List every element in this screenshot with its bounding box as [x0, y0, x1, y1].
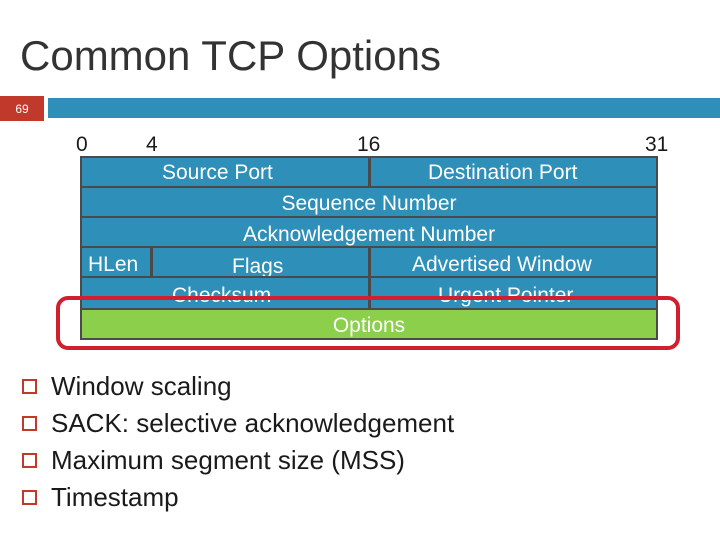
source-port-field: Source Port — [162, 161, 273, 184]
field-divider — [150, 248, 153, 276]
options-field: Options — [80, 308, 658, 340]
options-list: Window scaling SACK: selective acknowled… — [22, 368, 454, 516]
bit-label-0: 0 — [76, 133, 88, 156]
header-row-ack: Acknowledgement Number — [80, 216, 658, 248]
bullet-text: Maximum segment size (MSS) — [51, 445, 405, 475]
square-bullet-icon — [22, 379, 37, 394]
slide-title: Common TCP Options — [20, 32, 441, 79]
ack-number-field: Acknowledgement Number — [242, 223, 496, 246]
field-divider — [368, 248, 371, 276]
slide-header-bar — [48, 98, 720, 118]
square-bullet-icon — [22, 453, 37, 468]
list-item: Maximum segment size (MSS) — [22, 442, 454, 479]
header-row-ports: Source Port Destination Port — [80, 156, 658, 188]
bullet-text: Timestamp — [51, 482, 179, 512]
bullet-text: Window scaling — [51, 371, 232, 401]
destination-port-field: Destination Port — [428, 161, 578, 184]
checksum-field: Checksum — [172, 284, 272, 307]
field-divider — [368, 158, 371, 186]
field-divider — [368, 278, 371, 308]
square-bullet-icon — [22, 490, 37, 505]
list-item: Timestamp — [22, 479, 454, 516]
list-item: Window scaling — [22, 368, 454, 405]
header-row-sequence: Sequence Number — [80, 186, 658, 218]
square-bullet-icon — [22, 416, 37, 431]
sequence-number-field: Sequence Number — [281, 192, 457, 215]
flags-field: Flags — [232, 255, 284, 278]
list-item: SACK: selective acknowledgement — [22, 405, 454, 442]
bit-label-4: 4 — [146, 133, 158, 156]
bullet-text: SACK: selective acknowledgement — [51, 408, 455, 438]
options-highlight — [56, 296, 680, 350]
bit-label-31: 31 — [645, 133, 669, 156]
advertised-window-field: Advertised Window — [412, 253, 592, 276]
slide-number: 69 — [0, 96, 44, 121]
header-row-hlen-flags-window: HLen Flags Advertised Window — [80, 246, 658, 278]
bit-label-16: 16 — [357, 133, 381, 156]
urgent-pointer-field: Urgent Pointer — [438, 284, 574, 307]
options-label: Options — [332, 314, 406, 337]
hlen-field: HLen — [88, 253, 139, 276]
